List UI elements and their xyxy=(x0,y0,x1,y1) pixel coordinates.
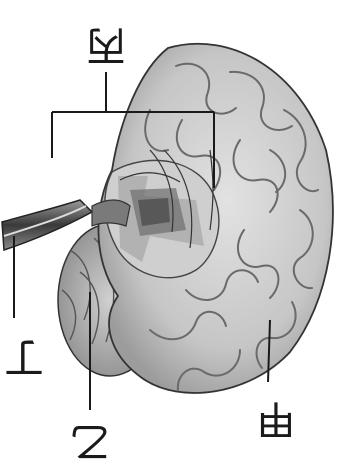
label-brainstem: 丙 xyxy=(86,22,126,68)
label-spinal-cord: 丁 xyxy=(4,334,44,380)
label-cerebrum: 甲 xyxy=(256,396,296,442)
label-cerebellum: 乙 xyxy=(70,418,110,464)
